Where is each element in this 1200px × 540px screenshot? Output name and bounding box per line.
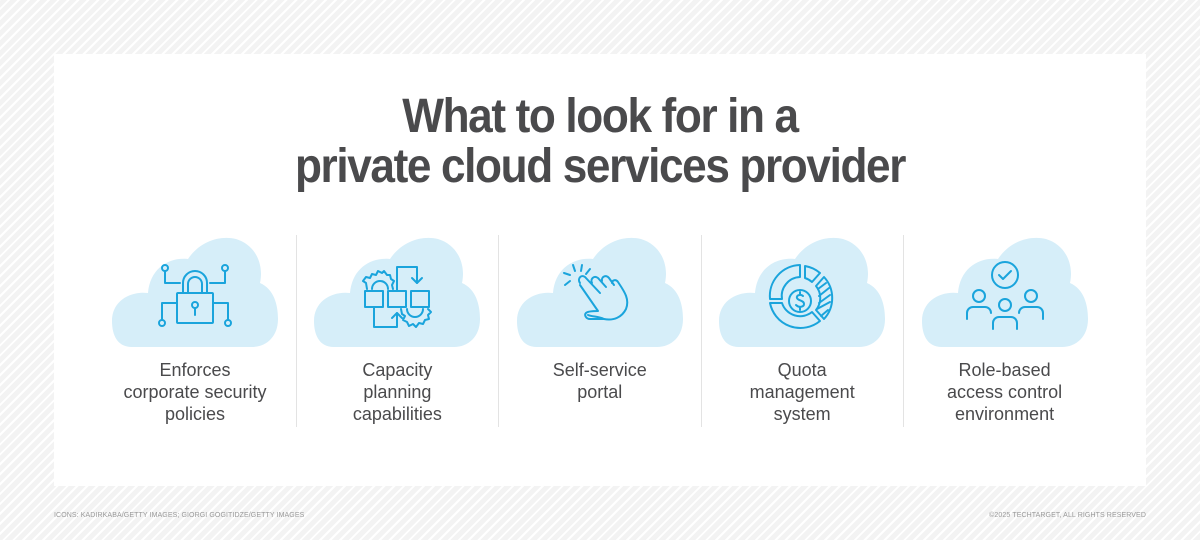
divider xyxy=(295,235,297,427)
feature-label: Quota management system xyxy=(749,360,855,424)
cloud-icon xyxy=(719,237,886,347)
infographic-card: What to look for in a private cloud serv… xyxy=(54,54,1146,486)
feature-capacity-planning: Capacity planning capabilities xyxy=(296,235,500,427)
page-title: What to look for in a private cloud serv… xyxy=(98,92,1103,192)
dollar-pie-chart-icon xyxy=(769,264,834,329)
cloud-icon xyxy=(314,237,481,347)
divider xyxy=(498,235,500,427)
feature-self-service-portal: Self-service portal xyxy=(499,235,702,427)
tap-hand-icon xyxy=(562,264,629,321)
users-checkmark-icon xyxy=(965,261,1044,330)
cloud-icon xyxy=(921,237,1088,347)
feature-label: Capacity planning capabilities xyxy=(352,360,442,424)
feature-label: Role-based access control environment xyxy=(947,360,1063,424)
feature-quota-management: Quota management system xyxy=(701,235,905,427)
title-line-2: private cloud services provider xyxy=(294,140,906,193)
feature-label: Self-service portal xyxy=(552,360,647,402)
divider xyxy=(903,235,905,427)
capacity-planning-gears-icon xyxy=(362,266,433,328)
copyright-notice: ©2025 TECHTARGET, ALL RIGHTS RESERVED xyxy=(989,512,1146,519)
feature-security-policies: Enforces corporate security policies xyxy=(94,235,297,427)
title-line-1: What to look for in a xyxy=(402,90,799,143)
image-credits: ICONS: KADIRKABA/GETTY IMAGES; GIORGI GO… xyxy=(54,512,305,519)
feature-label: Enforces corporate security policies xyxy=(123,360,267,424)
divider xyxy=(700,235,702,427)
padlock-circuit-icon xyxy=(158,264,232,327)
feature-list: Enforces corporate security policies xyxy=(94,235,1106,427)
feature-role-based-access: Role-based access control environment xyxy=(904,235,1106,427)
